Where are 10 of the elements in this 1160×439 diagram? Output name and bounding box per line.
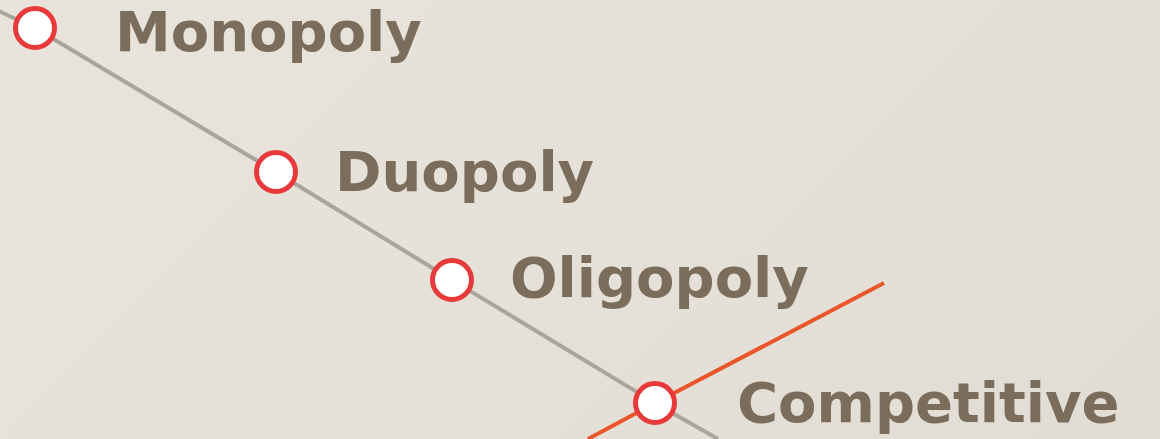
connector-line — [671, 411, 719, 439]
circle-marker — [632, 380, 678, 426]
connector-line — [292, 180, 436, 272]
connector-line — [51, 36, 260, 164]
circle-marker — [12, 5, 58, 51]
connector-line — [587, 410, 639, 439]
circle-marker — [253, 149, 299, 195]
connector-line — [671, 281, 885, 396]
circle-marker — [429, 257, 475, 303]
connector-line — [468, 288, 639, 395]
